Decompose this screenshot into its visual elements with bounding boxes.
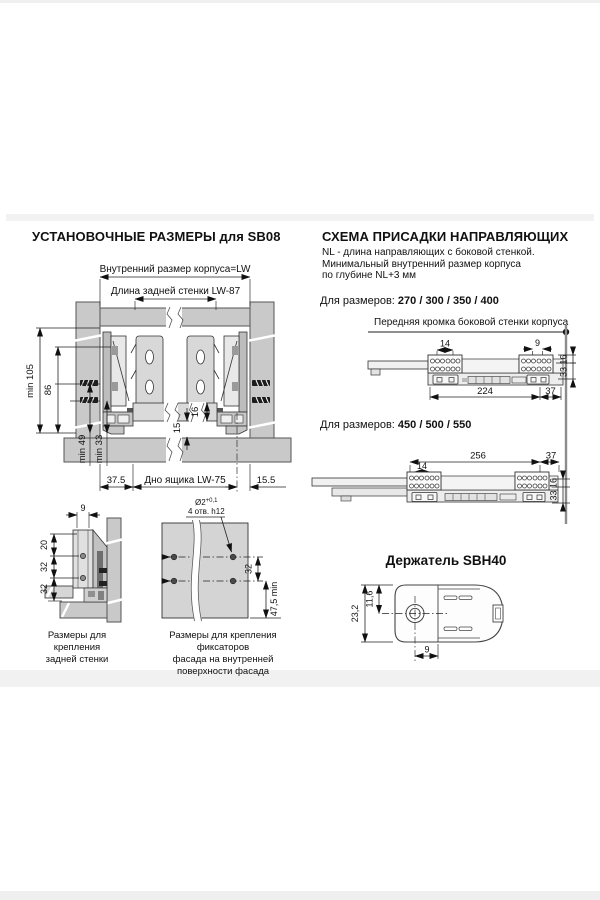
back-wall-caption: Размеры для крепления задней стенки <box>27 630 127 666</box>
nl-description-line3: по глубине NL+3 мм <box>322 270 417 281</box>
dim-lw: Внутренний размер корпуса=LW <box>100 264 251 275</box>
back-wall-caption-line1: Размеры для крепления <box>47 630 107 653</box>
dim-rail1-37: 37 <box>545 386 556 397</box>
scan-edge-top <box>0 0 600 3</box>
dimensions: Внутренний размер корпуса=LW Длина задне… <box>25 264 286 491</box>
holder-body <box>382 584 504 661</box>
dim-15: 15 <box>172 423 183 434</box>
dim-holder-9: 9 <box>424 645 429 655</box>
facade-panel <box>161 522 249 619</box>
drill-holes <box>409 475 548 489</box>
dim-rail2-37: 37 <box>546 451 557 462</box>
dimensions: 32 47,5 min <box>244 556 281 619</box>
bottom-panel <box>59 601 108 619</box>
right-section-title: СХЕМА ПРИСАДКИ НАПРАВЛЯЮЩИХ <box>322 229 569 244</box>
dim-holder-23-2: 23,2 <box>350 605 360 623</box>
dim-bw-20: 20 <box>39 540 49 550</box>
dim-drawer-bottom: Дно ящика LW-75 <box>144 475 226 486</box>
rail-diagram-long-sizes: 256 37 14 <box>311 451 570 512</box>
scan-band-lower <box>0 670 600 687</box>
dim-rail1-9: 9 <box>535 338 540 348</box>
sizes-2-values: 450 / 500 / 550 <box>397 419 472 431</box>
drawer-side-profile <box>102 331 164 435</box>
facade-caption-line1: Размеры для крепления фиксаторов <box>169 630 277 653</box>
front-edge-label: Передняя кромка боковой стенки корпуса <box>374 317 569 328</box>
dim-16: 16 <box>190 407 201 418</box>
scan-band-upper <box>6 214 594 221</box>
dim-bw-9: 9 <box>80 503 85 513</box>
dimensions: 9 20 32 32 <box>39 503 100 602</box>
back-wall-fixing-diagram: 9 20 32 32 <box>39 503 125 623</box>
dim-rail2-33: 33 <box>549 490 559 500</box>
mounting-screw <box>80 379 98 387</box>
dim-rail2-14: 14 <box>417 461 427 471</box>
back-panel <box>106 517 122 623</box>
sizes-2-label: Для размеров: <box>320 419 395 431</box>
dim-37-5: 37.5 <box>107 475 126 486</box>
drill-holes <box>430 358 552 372</box>
dim-86: 86 <box>43 385 54 396</box>
sizes-1-label: Для размеров: <box>320 295 395 307</box>
dim-bw-32b: 32 <box>39 584 49 594</box>
hole-count-label: 4 отв. h12 <box>188 507 225 516</box>
back-wall-bar <box>99 306 251 329</box>
facade-fixing-diagram: Ø2+0,1 4 отв. h12 32 47,5 min <box>161 498 281 622</box>
holder-sbh40-diagram: 23,2 11,6 9 <box>350 584 504 661</box>
left-section-title: УСТАНОВОЧНЫЕ РАЗМЕРЫ для SB08 <box>32 229 281 244</box>
dimensions: 23,2 11,6 9 <box>350 584 439 659</box>
dim-rail1-33: 33 <box>559 367 569 377</box>
dim-min33: min 33 <box>94 435 105 464</box>
dim-rail2-256: 256 <box>470 451 486 462</box>
dim-facade-32: 32 <box>244 564 254 574</box>
hole-diameter-label: Ø2+0,1 <box>195 498 218 507</box>
hole-callout: Ø2+0,1 4 отв. h12 <box>186 498 232 553</box>
nl-description: NL - длина направляющих с боковой стенко… <box>322 247 535 282</box>
dim-rail2-16: 16 <box>549 478 559 488</box>
dim-holder-11-6: 11,6 <box>365 591 375 608</box>
dim-rail1-224: 224 <box>477 386 493 397</box>
facade-caption: Размеры для крепления фиксаторов фасада … <box>148 630 298 678</box>
dim-rail1-16: 16 <box>559 354 569 364</box>
back-wall-caption-line2: задней стенки <box>45 654 109 665</box>
rear-bracket <box>83 528 108 603</box>
scan-edge-bottom <box>0 891 600 900</box>
installation-cross-section-diagram: Внутренний размер корпуса=LW Длина задне… <box>25 264 292 494</box>
sizes-row-1: Для размеров: 270 / 300 / 350 / 400 <box>320 295 499 307</box>
dim-bw-32a: 32 <box>39 562 49 572</box>
dim-rail1-14: 14 <box>440 339 450 349</box>
dim-back-wall-length: Длина задней стенки LW-87 <box>111 286 241 297</box>
facade-caption-line2: фасада на внутренней <box>172 654 274 665</box>
facade-caption-line3: поверхности фасада <box>176 666 270 677</box>
dim-facade-47-5: 47,5 min <box>269 582 279 617</box>
cabinet-bottom-bar <box>63 437 292 463</box>
dim-min49: min 49 <box>77 435 88 464</box>
nl-description-line1: NL - длина направляющих с боковой стенко… <box>322 247 535 258</box>
drawer-back-wall <box>72 529 94 589</box>
drawer-bottom-bar <box>132 402 218 423</box>
nl-description-line2: Минимальный внутренний размер корпуса <box>322 258 521 270</box>
rail-diagram-short-sizes: 14 9 16 33 224 37 <box>367 338 576 400</box>
fixing-holes <box>161 553 263 585</box>
dim-min105: min 105 <box>25 364 36 398</box>
dim-15-5: 15.5 <box>257 475 276 486</box>
holder-title: Держатель SBH40 <box>385 553 507 568</box>
cabinet-side-panels <box>72 301 278 439</box>
sizes-1-values: 270 / 300 / 350 / 400 <box>397 295 499 307</box>
sizes-row-2: Для размеров: 450 / 500 / 550 <box>320 419 471 431</box>
rail-drilling-diagrams: 14 9 16 33 224 37 <box>311 325 576 524</box>
